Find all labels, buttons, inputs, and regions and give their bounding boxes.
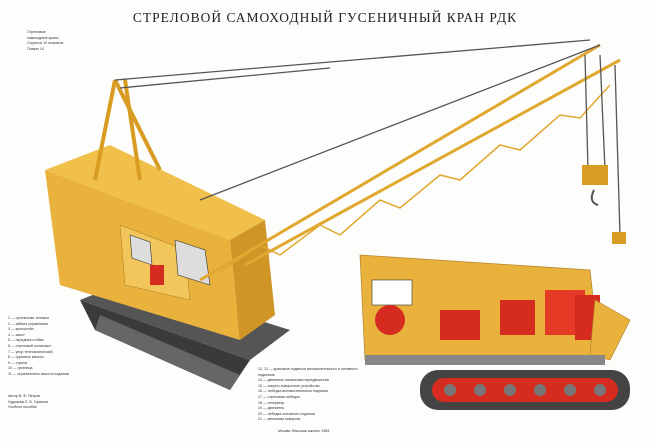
legend-item: 6 — стреловой полиспаст: [8, 343, 52, 348]
legend-right: 12, 13 — крановые подвески вспомогательн…: [258, 367, 368, 423]
legend-item: 11 — ограничитель высоты подъема: [8, 371, 70, 376]
legend-item: 9 — стрела: [8, 360, 28, 365]
legend-item: 2 — кабина управления: [8, 321, 48, 326]
legend-item: 14 — двигатель механизма передвижения: [258, 378, 329, 383]
publisher: Москва «Высшая школа» 1983: [278, 429, 330, 433]
left-crane: [45, 39, 626, 390]
series-line: Плакат 14: [27, 46, 44, 51]
series-line: Серия из 10 плакатов: [27, 41, 64, 46]
credit-line: Учебное пособие: [8, 405, 37, 410]
legend-item: 10 — гусеница: [8, 366, 33, 371]
crane-cutaway: [359, 254, 631, 410]
legend-item: 19 — двигатель: [258, 406, 285, 411]
legend-item: 16 — лебедка вспомогательного подъема: [258, 389, 328, 394]
credit-line: Художник Л. В. Горюнов: [8, 399, 49, 404]
legend-item: 18 — генератор: [258, 400, 285, 405]
legend-item: 8 — грузовые канаты: [8, 355, 44, 360]
series-line: самоходные краны: [27, 35, 59, 40]
legend-left: 1 — гусеничная тележка 2 — кабина управл…: [8, 316, 69, 378]
legend-item: 21 — механизм поворота: [258, 417, 301, 422]
legend-item: 17 — стреловая лебедка: [258, 394, 300, 399]
legend-item: 7 — упор телескопический: [8, 349, 53, 354]
poster-title: СТРЕЛОВОЙ САМОХОДНЫЙ ГУСЕНИЧНЫЙ КРАН РДК: [132, 10, 518, 25]
legend-item: 20 — лебедка основного подъема: [258, 411, 315, 416]
legend-item: 4 — капот: [8, 332, 25, 337]
legend-item: 15 — опорно-поворотное устройство: [258, 383, 320, 388]
legend-item: 5 — передняя стойка: [8, 338, 44, 343]
credits: Автор В. Ф. Петров Художник Л. В. Горюно…: [8, 394, 48, 411]
legend-item: 3 — кронштейн: [8, 327, 34, 332]
legend-item: 12, 13 — крановые подвески вспомогательн…: [258, 367, 358, 377]
series-info: Стреловые самоходные краны Серия из 10 п…: [27, 30, 63, 52]
series-line: Стреловые: [27, 30, 46, 34]
credit-line: Автор В. Ф. Петров: [8, 394, 40, 398]
legend-item: 1 — гусеничная тележка: [8, 316, 49, 320]
